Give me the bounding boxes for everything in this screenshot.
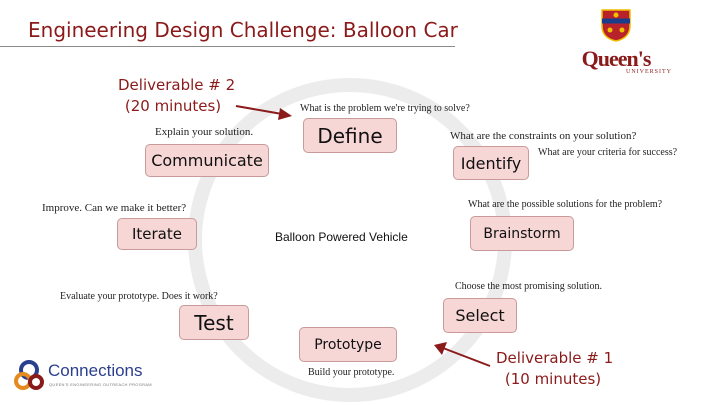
test-box[interactable]: Test (179, 305, 249, 340)
center-label: Balloon Powered Vehicle (275, 230, 408, 244)
deliverable-1-title: Deliverable # 1 (496, 349, 614, 367)
deliverable-1-time: (10 minutes) (504, 370, 602, 388)
test-question: Evaluate your prototype. Does it work? (60, 291, 218, 302)
crest-icon (601, 9, 631, 42)
identify-box[interactable]: Identify (453, 146, 529, 180)
brainstorm-box[interactable]: Brainstorm (470, 216, 574, 251)
communicate-box[interactable]: Communicate (145, 144, 269, 177)
define-box[interactable]: Define (303, 118, 397, 153)
prototype-box[interactable]: Prototype (299, 327, 397, 362)
deliverable-2-title: Deliverable # 2 (118, 76, 236, 94)
deliverable-1: Deliverable # 1 (10 minutes) (496, 348, 614, 390)
iterate-question: Improve. Can we make it better? (42, 202, 187, 214)
identify-question-1: What are the constraints on your solutio… (450, 130, 637, 142)
queens-logo: Queen's UNIVERSITY (556, 8, 676, 78)
identify-question-2: What are your criteria for success? (538, 147, 678, 158)
connections-sub: QUEEN'S ENGINEERING OUTREACH PROGRAM (49, 382, 152, 387)
communicate-question: Explain your solution. (155, 126, 254, 138)
queens-name: Queen's (581, 46, 652, 71)
title-divider (0, 46, 455, 47)
select-question: Choose the most promising solution. (455, 281, 602, 292)
prototype-question: Build your prototype. (308, 367, 395, 378)
deliverable-1-arrow (434, 342, 491, 367)
select-box[interactable]: Select (443, 298, 517, 333)
connections-name: Connections (48, 361, 143, 380)
iterate-box[interactable]: Iterate (117, 218, 197, 250)
define-question: What is the problem we're trying to solv… (300, 103, 470, 114)
connections-swirl-icon (14, 360, 44, 390)
page-title: Engineering Design Challenge: Balloon Ca… (28, 18, 458, 42)
deliverable-2-arrow (235, 105, 292, 120)
deliverable-2-time: (20 minutes) (124, 97, 222, 115)
deliverable-2: Deliverable # 2 (20 minutes) (118, 75, 236, 117)
brainstorm-question: What are the possible solutions for the … (468, 199, 663, 210)
connections-logo: Connections QUEEN'S ENGINEERING OUTREACH… (12, 357, 152, 397)
queens-sub: UNIVERSITY (626, 69, 672, 75)
